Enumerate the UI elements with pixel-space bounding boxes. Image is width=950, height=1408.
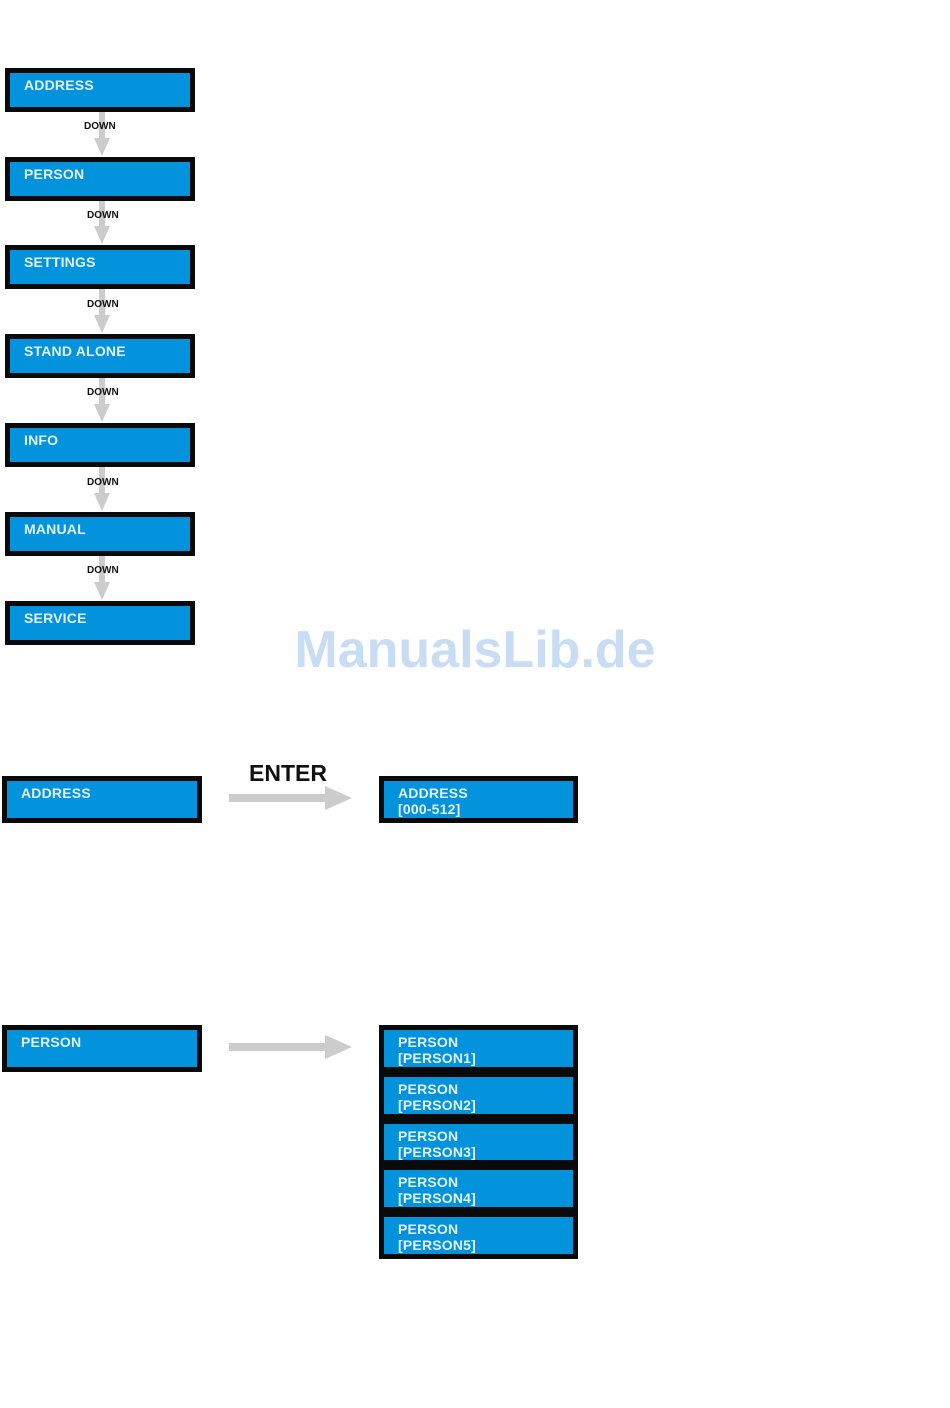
enter-label: ENTER: [249, 760, 327, 787]
lcd-label: PERSON: [24, 166, 190, 182]
lcd-line2: [000-512]: [398, 801, 573, 817]
down-arrow-icon: [93, 112, 113, 157]
lcd-line1: ADDRESS: [398, 785, 573, 801]
watermark: ManualsLib.de: [270, 620, 680, 680]
lcd-label: INFO: [24, 432, 190, 448]
lcd-label: SETTINGS: [24, 254, 190, 270]
down-label: DOWN: [87, 210, 119, 221]
lcd-stand-alone: STAND ALONE: [5, 334, 195, 378]
down-arrow-icon: [93, 467, 113, 512]
down-label: DOWN: [87, 299, 119, 310]
person-options-stack: PERSON [PERSON1] PERSON [PERSON2] PERSON…: [379, 1025, 578, 1259]
lcd-address-result: ADDRESS [000-512]: [379, 776, 578, 823]
lcd-line2: [PERSON5]: [398, 1237, 573, 1253]
lcd-line1: PERSON: [398, 1221, 573, 1237]
lcd-line2: [PERSON3]: [398, 1144, 573, 1160]
right-arrow-icon: [229, 1035, 353, 1059]
lcd-label: MANUAL: [24, 521, 190, 537]
down-arrow-icon: [93, 378, 113, 423]
lcd-manual: MANUAL: [5, 512, 195, 556]
lcd-label: STAND ALONE: [24, 343, 190, 359]
lcd-person1: PERSON [PERSON1]: [379, 1025, 578, 1072]
lcd-person: PERSON: [5, 157, 195, 201]
down-arrow-icon: [93, 556, 113, 601]
lcd-label: ADDRESS: [21, 785, 197, 801]
lcd-line1: PERSON: [398, 1081, 573, 1097]
lcd-line2: [PERSON2]: [398, 1097, 573, 1113]
lcd-person5: PERSON [PERSON5]: [379, 1212, 578, 1259]
right-arrow-icon: [229, 786, 353, 810]
lcd-address-source: ADDRESS: [2, 776, 202, 823]
lcd-settings: SETTINGS: [5, 245, 195, 289]
lcd-label: PERSON: [21, 1034, 197, 1050]
lcd-person2: PERSON [PERSON2]: [379, 1072, 578, 1119]
down-label: DOWN: [87, 477, 119, 488]
down-label: DOWN: [84, 121, 116, 132]
lcd-label: ADDRESS: [24, 77, 190, 93]
down-label: DOWN: [87, 565, 119, 576]
lcd-line2: [PERSON4]: [398, 1190, 573, 1206]
lcd-label: SERVICE: [24, 610, 190, 626]
lcd-address: ADDRESS: [5, 68, 195, 112]
lcd-info: INFO: [5, 423, 195, 467]
lcd-person4: PERSON [PERSON4]: [379, 1165, 578, 1212]
down-label: DOWN: [87, 387, 119, 398]
lcd-person-source: PERSON: [2, 1025, 202, 1072]
lcd-service: SERVICE: [5, 601, 195, 645]
down-arrow-icon: [93, 289, 113, 334]
lcd-person3: PERSON [PERSON3]: [379, 1119, 578, 1165]
lcd-line1: PERSON: [398, 1034, 573, 1050]
lcd-line1: PERSON: [398, 1174, 573, 1190]
lcd-line1: PERSON: [398, 1128, 573, 1144]
down-arrow-icon: [93, 201, 113, 245]
lcd-line2: [PERSON1]: [398, 1050, 573, 1066]
